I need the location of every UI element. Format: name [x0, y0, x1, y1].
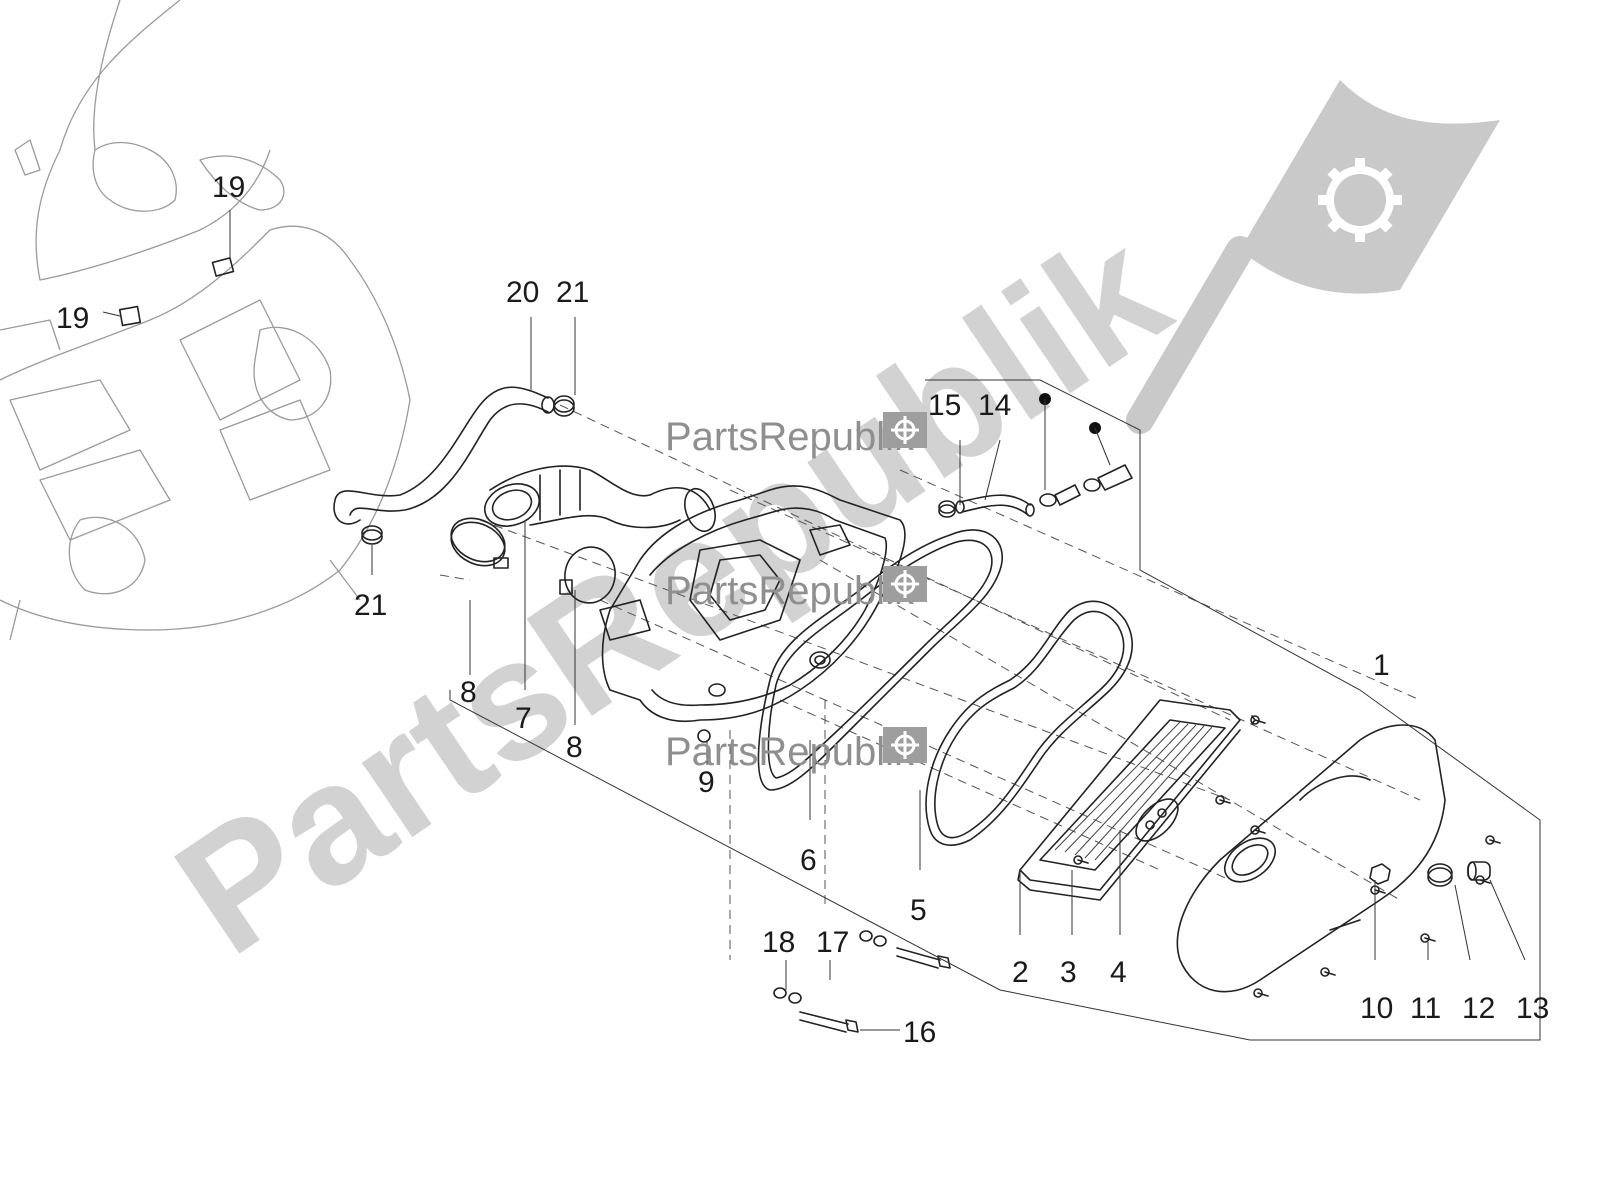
gear-badge-icon: [883, 412, 927, 448]
callout-21b: 21: [354, 589, 387, 622]
gear-badge-icon: [883, 566, 927, 602]
callout-17: 17: [816, 926, 849, 959]
callout-8b: 8: [566, 731, 583, 764]
hose-clamp-21-upper: [553, 395, 575, 417]
callout-6: 6: [800, 844, 817, 877]
callout-21a: 21: [556, 276, 589, 309]
screws: [1073, 715, 1501, 998]
callout-10: 10: [1360, 992, 1393, 1025]
gasket-5: [925, 600, 1133, 846]
gear-badge-icon: [883, 727, 927, 763]
drain-plug-10: [1369, 863, 1391, 885]
cap-13: [1467, 861, 1491, 881]
intake-duct-7: [484, 465, 716, 533]
hose-clamp-8-right: [559, 546, 616, 604]
watermark-small-1: PartsRepublik: [665, 412, 927, 459]
callout-11: 11: [1410, 992, 1441, 1025]
watermark-brand-1: PartsRepublik: [665, 415, 915, 459]
watermark-small-3: PartsRepublik: [665, 727, 927, 774]
callout-labels: 1 2 3 4 5 6 7 8 8 9 10 11 12 13 14 15 16…: [56, 171, 1549, 1049]
callout-9: 9: [698, 766, 715, 799]
washers-17-18: [773, 930, 887, 1004]
bolt-upper: [896, 947, 951, 969]
breather-valve-parts: [1039, 393, 1133, 507]
callout-5: 5: [910, 894, 927, 927]
callout-15: 15: [928, 389, 961, 422]
watermark-small-2: PartsRepublik: [665, 566, 927, 613]
callout-20: 20: [506, 276, 539, 309]
clip-15: [938, 500, 956, 518]
leader-lines: [102, 210, 1541, 1041]
callout-4: 4: [1110, 956, 1127, 989]
clip-19-lower: [118, 305, 142, 327]
engine-casing-outline: [0, 0, 411, 641]
breather-pipe-14: [955, 494, 1035, 517]
bolt-16: [799, 1011, 859, 1033]
callout-18: 18: [762, 926, 795, 959]
callout-7: 7: [515, 702, 532, 735]
callout-1: 1: [1373, 649, 1390, 682]
watermark-brand-3: PartsRepublik: [665, 730, 915, 774]
air-box-cover-1: [1176, 724, 1446, 993]
watermark-brand-2: PartsRepublik: [665, 569, 915, 613]
seal-4: [1135, 798, 1179, 842]
air-filter-element-2: [1017, 699, 1241, 901]
hose-clamp-21-lower: [361, 525, 383, 545]
callout-19b: 19: [56, 302, 89, 335]
callout-3: 3: [1060, 956, 1077, 989]
callout-19a: 19: [212, 171, 245, 204]
callout-13: 13: [1516, 992, 1549, 1025]
callout-14: 14: [978, 389, 1011, 422]
callout-2: 2: [1012, 956, 1029, 989]
callout-8a: 8: [460, 676, 477, 709]
gasket-6: [757, 529, 1003, 791]
callout-16: 16: [903, 1016, 936, 1049]
clip-19-upper: [211, 257, 235, 277]
gear-flag-icon: [1126, 80, 1500, 434]
breather-hose-20: [333, 386, 555, 525]
air-box-housing: [599, 485, 906, 743]
hose-clamp-8-left: [450, 517, 509, 569]
clamp-12: [1427, 863, 1453, 887]
callout-12: 12: [1462, 992, 1495, 1025]
